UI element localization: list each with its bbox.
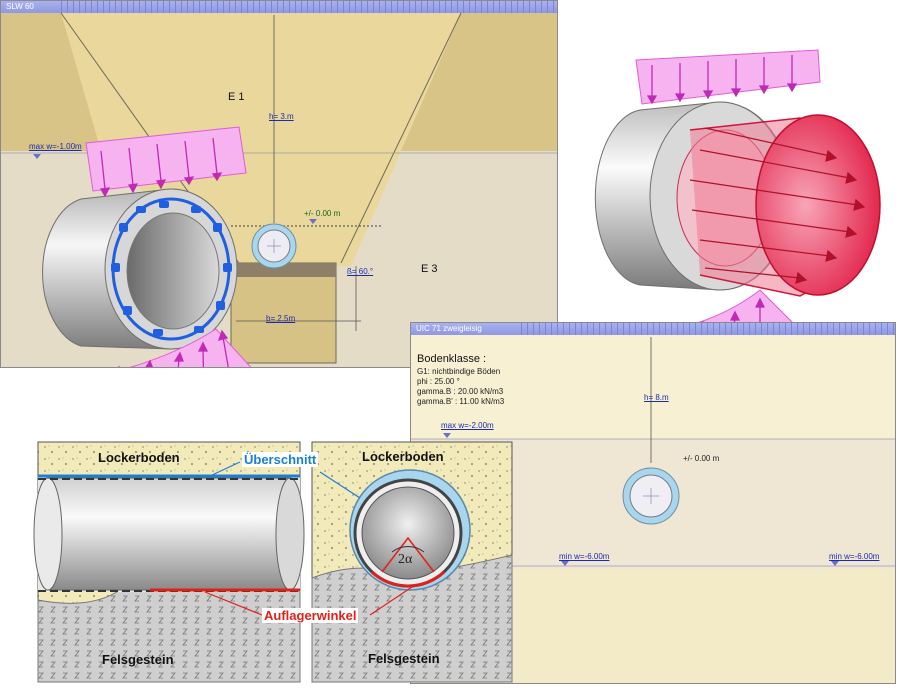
uic-section-drawing [411,335,895,683]
soil-class-heading: Bodenklasse : [417,353,487,365]
angle-symbol: 2α [398,552,413,567]
soil-line: gamma.B : 20.00 kN/m3 [417,387,504,396]
ground-level-label: +/- 0.00 m [683,454,720,463]
zone-label-e3: E 3 [421,263,438,275]
overcut-label: Überschnitt [242,452,319,467]
height-label[interactable]: h= 8.m [644,393,669,402]
water-min-right-label[interactable]: min w=-6.00m [829,552,880,561]
loose-soil-label-right: Lockerboden [362,449,444,464]
rock-label-right: Felsgestein [368,651,440,666]
water-max-label[interactable]: max w=-2.00m [441,421,494,430]
panel-slw60: SLW 60 [0,0,558,368]
loose-soil-label-left: Lockerboden [98,450,180,465]
ruler [61,1,557,13]
angle-label[interactable]: ß= 60.° [347,267,374,276]
height-label[interactable]: h= 3.m [269,112,294,121]
soil-line: phi : 25.00 ° [417,377,460,386]
rock-label-left: Felsgestein [102,652,174,667]
soil-line: G1: nichtbindige Böden [417,367,501,376]
panel-title: SLW 60 [6,2,34,11]
ruler [521,323,895,335]
cross-section-drawing [1,12,557,367]
water-min-left-label[interactable]: min w=-6.00m [559,552,610,561]
ground-level-label: +/- 0.00 m [304,209,341,218]
support-angle-label: Auflagerwinkel [262,608,359,623]
zone-label-e1: E 1 [228,91,245,103]
panel-title: UIC 71 zweigleisig [416,324,482,333]
water-level-label[interactable]: max w=-1.00m [29,142,82,151]
soil-line: gamma.B' : 11.00 kN/m3 [417,397,505,406]
panel-uic71: UIC 71 zweigleisig Bodenklasse : G1: nic… [410,322,896,684]
width-label[interactable]: b= 2.5m [266,314,296,323]
